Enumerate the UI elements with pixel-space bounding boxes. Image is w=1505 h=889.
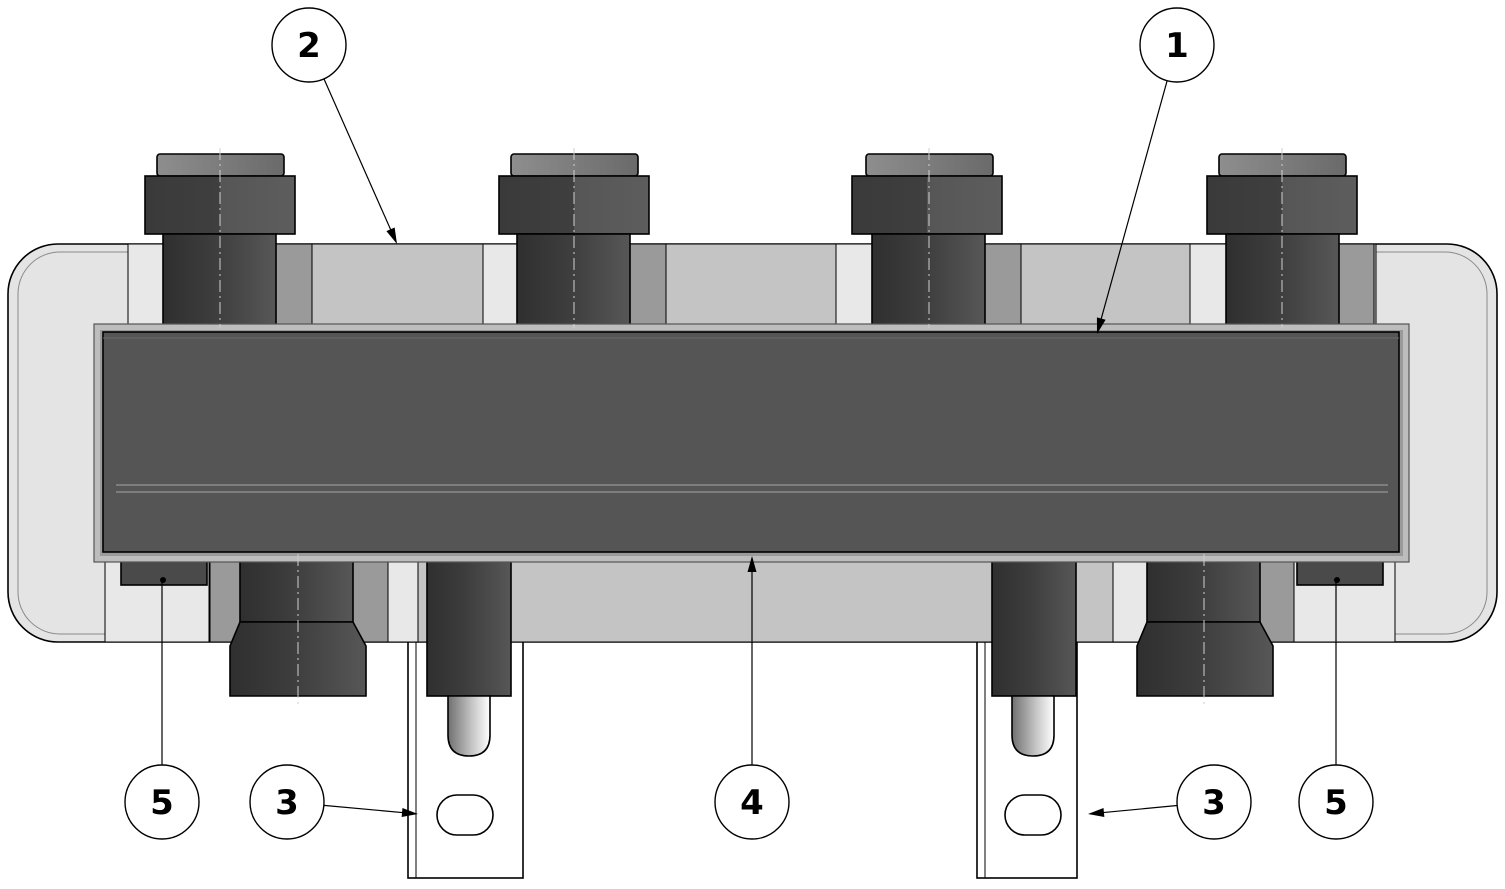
leader-arrowhead bbox=[401, 808, 418, 818]
bottom-fitting-right bbox=[1136, 555, 1274, 697]
balloon-label: 5 bbox=[1324, 783, 1348, 823]
leader-line bbox=[1089, 804, 1178, 815]
balloon-5-drain-plug-right: 5 bbox=[1298, 582, 1374, 840]
bracket-slot-hole bbox=[436, 794, 494, 836]
leader-arrowhead bbox=[1096, 317, 1106, 334]
balloon-circle bbox=[271, 7, 347, 83]
leader-line bbox=[1096, 80, 1168, 333]
balloon-circle bbox=[1139, 7, 1215, 83]
balloon-label: 4 bbox=[740, 783, 764, 823]
balloon-3-mounting-bracket-left: 3 bbox=[249, 764, 418, 840]
balloon-3-mounting-bracket-right: 3 bbox=[1088, 764, 1252, 840]
balloon-circle bbox=[249, 764, 325, 840]
balloon-label: 1 bbox=[1165, 26, 1189, 66]
balloon-1-manifold-body: 1 bbox=[1096, 7, 1215, 334]
balloon-5-drain-plug-left: 5 bbox=[124, 582, 200, 840]
balloon-circle bbox=[1176, 764, 1252, 840]
manifold-body bbox=[93, 323, 1410, 563]
balloon-label: 3 bbox=[275, 783, 299, 823]
balloon-circle bbox=[1298, 764, 1374, 840]
leader-arrowhead bbox=[1088, 808, 1105, 817]
bracket-pipe-left bbox=[426, 555, 512, 757]
centerlines bbox=[219, 148, 1283, 704]
bracket-slot-hole bbox=[1004, 794, 1062, 836]
balloon-label: 2 bbox=[297, 26, 321, 66]
leader-line bbox=[323, 804, 417, 815]
balloon-circle bbox=[714, 764, 790, 840]
leader-arrowhead bbox=[747, 556, 757, 572]
balloon-2-insulation-shell: 2 bbox=[271, 7, 397, 244]
balloon-label: 3 bbox=[1202, 783, 1226, 823]
bracket-pipe-right bbox=[991, 555, 1077, 757]
leader-arrowhead bbox=[386, 227, 397, 244]
balloon-label: 5 bbox=[150, 783, 174, 823]
balloon-circle bbox=[124, 764, 200, 840]
annotation-layer: 2 1 5 3 4 3 5 bbox=[124, 7, 1374, 840]
leader-line bbox=[323, 78, 397, 243]
top-fitting-3 bbox=[851, 153, 1003, 327]
balloon-4-manifold-bottom-edge: 4 bbox=[714, 556, 790, 840]
